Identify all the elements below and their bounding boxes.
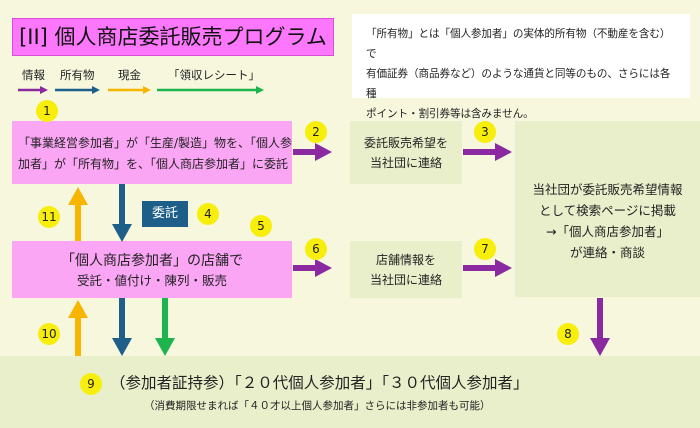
shopinfo-line: 店舗情報を (375, 253, 436, 267)
shopinfo-box: 店舗情報を 当社団に連絡 (350, 241, 462, 298)
request-box: 委託販売希望を 当社団に連絡 (350, 121, 462, 184)
request-line: 当社団に連絡 (369, 156, 442, 170)
legend-info-label: 情報 (22, 68, 45, 82)
publish-line: 当社団が委託販売希望情報 (532, 182, 683, 197)
step-badge: 4 (197, 203, 219, 225)
step-badge: 2 (305, 121, 327, 143)
info-arrow-3 (463, 143, 512, 161)
property-arrow-consign (112, 184, 132, 242)
step-badge: 3 (474, 121, 496, 143)
info-arrow-7 (463, 259, 512, 277)
consign-box: 「事業経営参加者」が「生産/製造」物を、「個人参 加者」が「所有物」を、「個人商… (12, 121, 292, 184)
step-badge: 11 (38, 206, 60, 228)
participants-band (0, 356, 700, 428)
info-arrow-6 (293, 259, 332, 277)
legend-property-arrow (55, 86, 100, 94)
participants-main: （参加者証持参）「２０代個人参加者」「３０代個人参加者」 (110, 374, 529, 392)
page-title: [II] 個人商店委託販売プログラム (12, 18, 334, 56)
step-badge: 10 (38, 323, 60, 345)
info-arrow-2 (293, 143, 332, 161)
definition-note: 「所有物」とは「個人参加者」の実体的所有物（不動産を含む）で 有価証券（商品券な… (352, 14, 690, 120)
consign-label: 委託 (142, 201, 188, 227)
receipt-arrow (155, 298, 175, 356)
note-line: 「所有物」とは「個人参加者」の実体的所有物（不動産を含む）で (366, 28, 671, 60)
step-badge: 8 (557, 323, 579, 345)
cash-arrow-10 (68, 300, 88, 356)
legend-info-arrow (18, 86, 48, 94)
consign-line: 加者」が「所有物」を、「個人商店参加者」に委託 (18, 157, 289, 171)
legend-receipt-arrow (157, 86, 264, 94)
consign-line: 「事業経営参加者」が「生産/製造」物を、「個人参 (18, 136, 293, 150)
publish-line: が連絡・商談 (569, 245, 645, 260)
shop-line: 受託・値付け・陳列・販売 (76, 273, 227, 288)
step-badge: 9 (80, 373, 102, 395)
step-badge: 5 (250, 215, 272, 237)
shop-box: 「個人商店参加者」の店舗で 受託・値付け・陳列・販売 (12, 241, 292, 298)
step-badge: 6 (305, 238, 327, 260)
info-arrow-8 (590, 298, 610, 356)
publish-line: →「個人商店参加者」 (546, 224, 669, 239)
note-line: 有価証券（商品券など）のような通貨と同等のもの、さらには各種 (366, 68, 671, 100)
legend-cash-label: 現金 (118, 68, 141, 82)
step-badge: 7 (474, 238, 496, 260)
shop-line: 「個人商店参加者」の店舗で (61, 253, 243, 269)
legend-receipt-label: 「領収レシート」 (168, 68, 260, 82)
publish-line: として検索ページに掲載 (539, 203, 676, 218)
step-badge: 1 (36, 100, 58, 122)
participants-sub: （消費期限せまれば「４０才以上個人参加者」さらには非参加者も可能） (144, 400, 491, 412)
publish-box: 当社団が委託販売希望情報 として検索ページに掲載 →「個人商店参加者」 が連絡・… (515, 121, 700, 297)
note-line: ポイント・割引券等は含みません。 (366, 108, 534, 120)
property-arrow-bottom (112, 298, 132, 356)
request-line: 委託販売希望を (363, 136, 448, 150)
cash-arrow-11 (68, 187, 88, 241)
legend-property-label: 所有物 (60, 68, 95, 82)
shopinfo-line: 当社団に連絡 (369, 273, 442, 287)
legend-cash-arrow (108, 86, 151, 94)
